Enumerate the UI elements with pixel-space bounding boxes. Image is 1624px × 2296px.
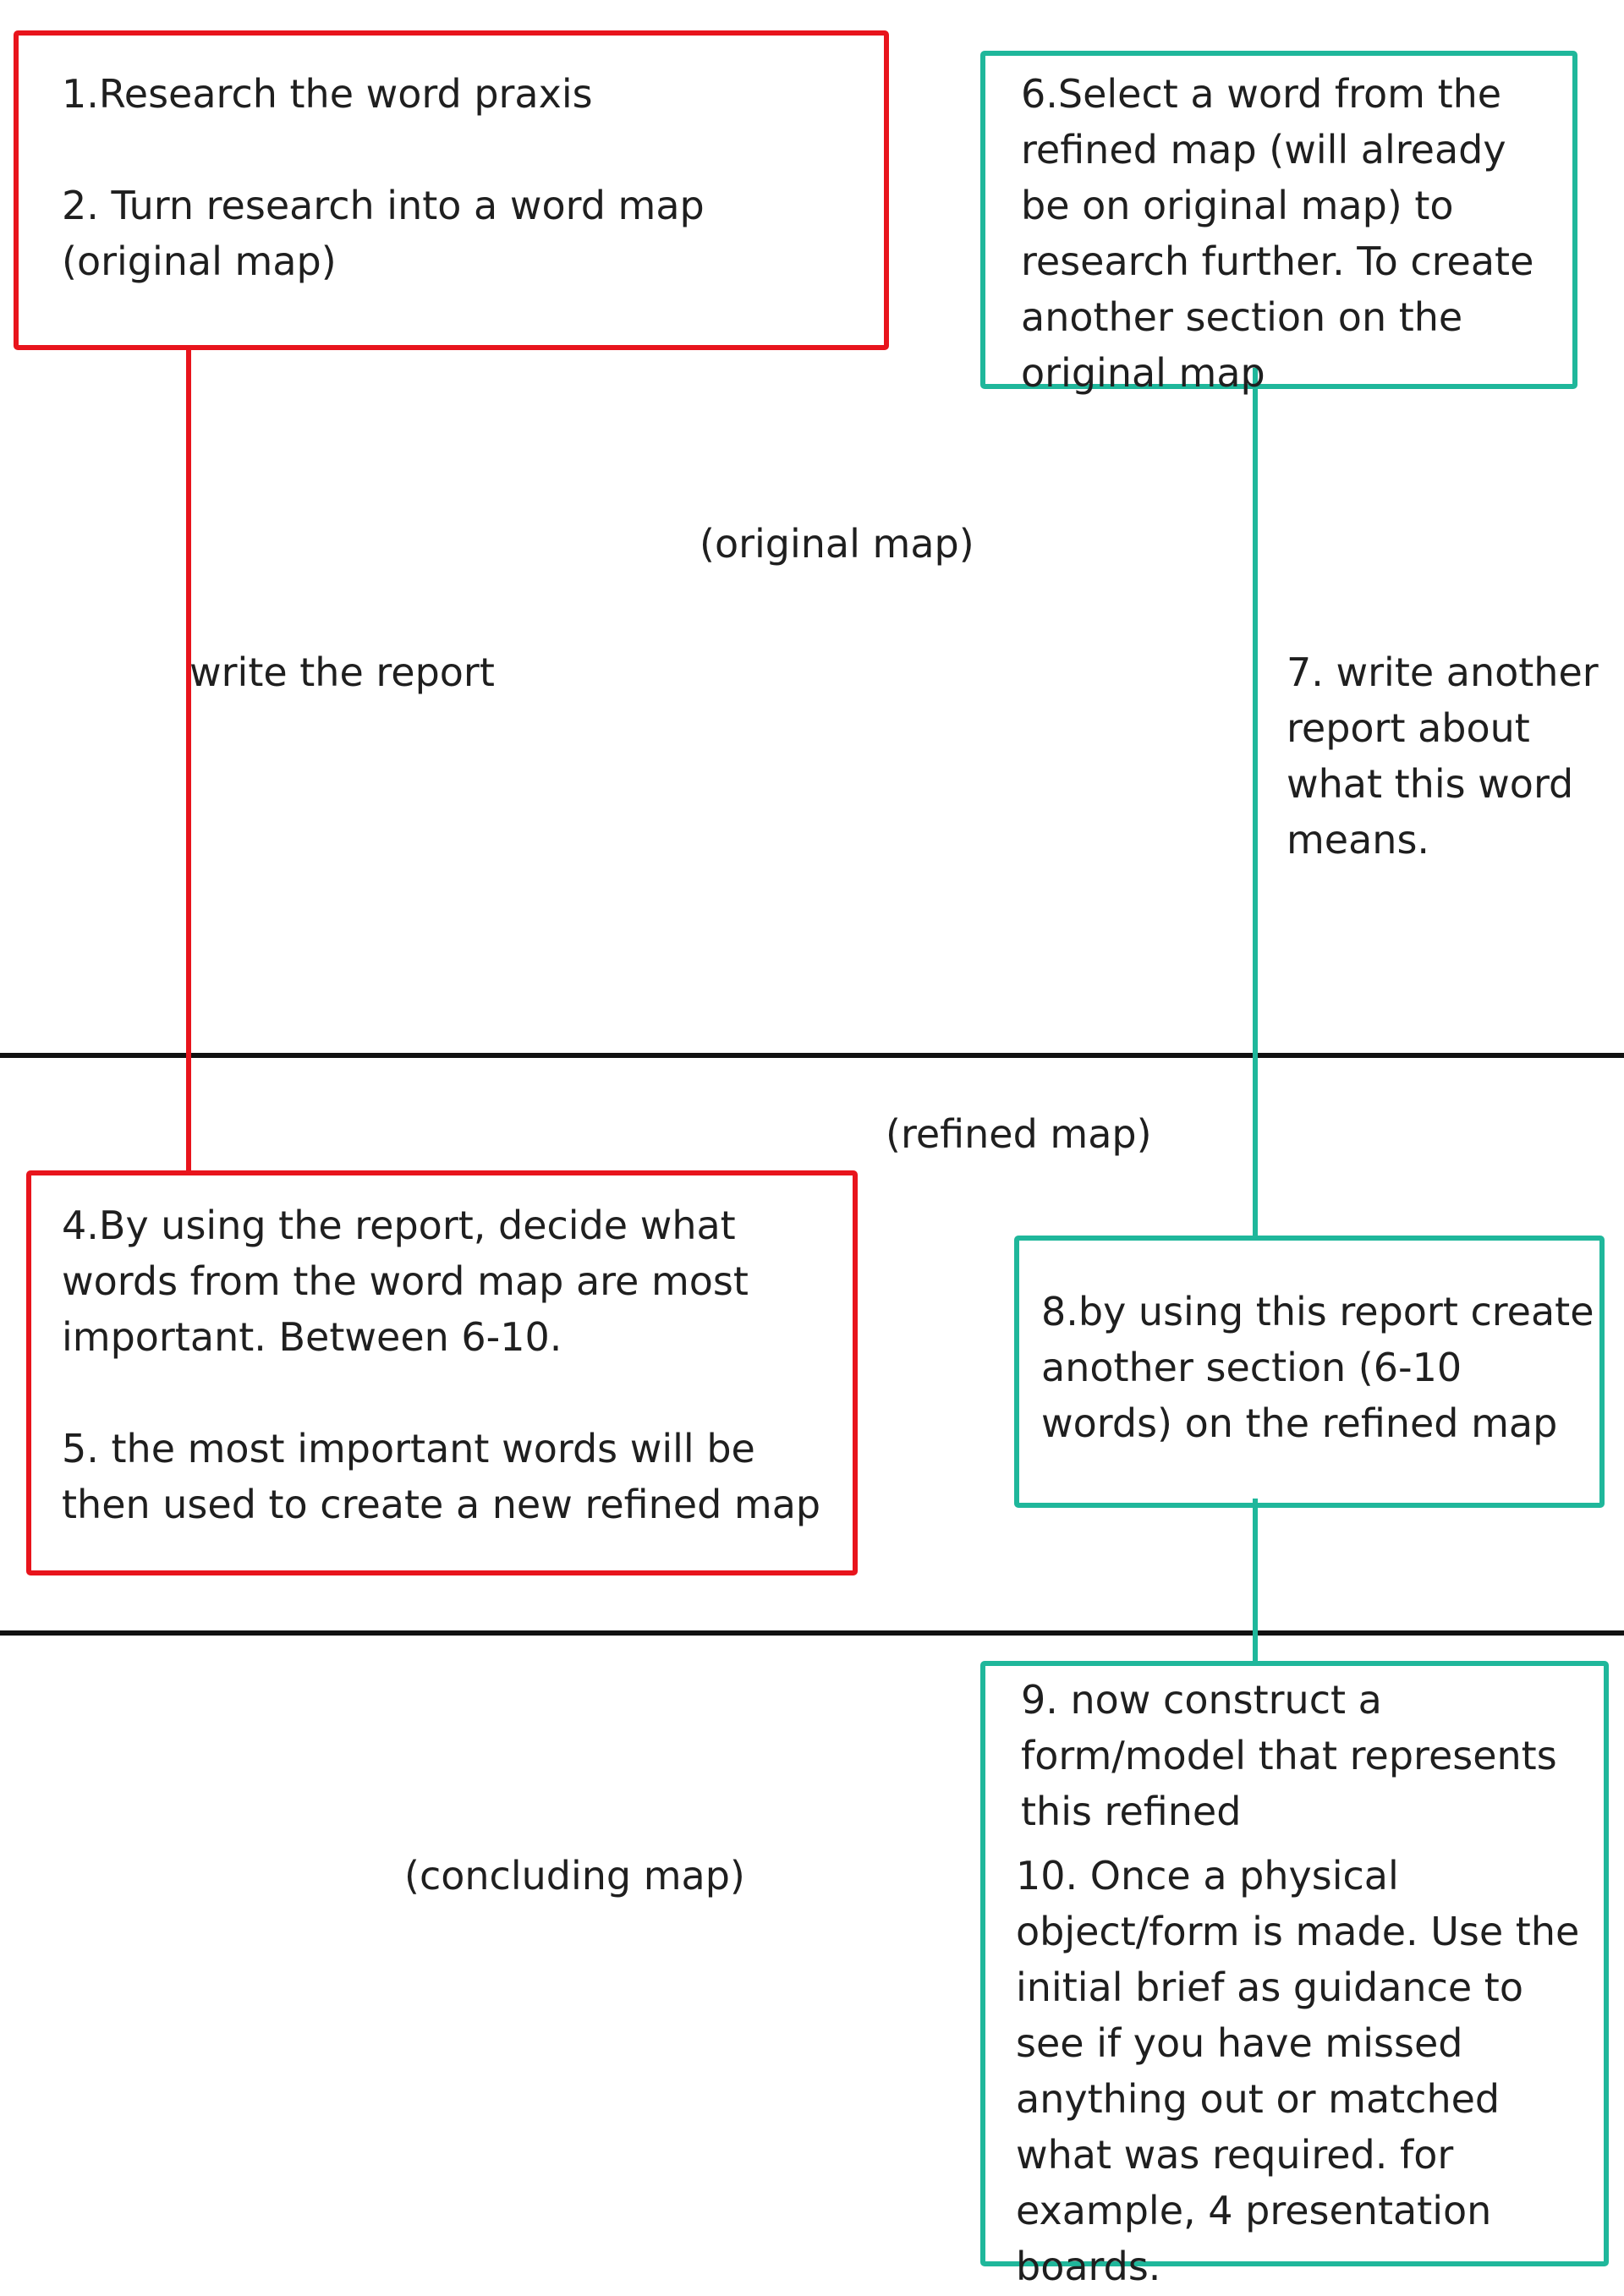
step-5-text: 5. the most important words will be then…	[62, 1426, 821, 1527]
divider-original-refined	[0, 1053, 1624, 1058]
divider-refined-concluding	[0, 1630, 1624, 1636]
original-map-label: (original map)	[700, 521, 974, 567]
step-4-text: 4.By using the report, decide what words…	[62, 1203, 749, 1360]
step-8-text: 8.by using this report create another se…	[1041, 1289, 1594, 1446]
connector-box8-to-box9	[1253, 1499, 1258, 1663]
step-box-6	[980, 51, 1577, 389]
step-7-text: 7. write another report about what this …	[1287, 649, 1599, 863]
step-9-text: 9. now construct a form/model that repre…	[1021, 1677, 1557, 1834]
step-box-9-10	[980, 1661, 1609, 2266]
step-6-text: 6.Select a word from the refined map (wi…	[1021, 71, 1534, 396]
connector-box1-to-box4	[186, 347, 191, 1171]
connector-box6-to-box8	[1253, 368, 1258, 1239]
write-report-label: write the report	[189, 649, 495, 695]
refined-map-label: (refined map)	[886, 1111, 1152, 1157]
step-box-1-2-text: 1.Research the word praxis 2. Turn resea…	[62, 66, 874, 289]
step-box-1-2	[14, 30, 889, 350]
step-box-4-5	[26, 1170, 858, 1575]
concluding-map-label: (concluding map)	[404, 1853, 745, 1899]
step-10-text: 10. Once a physical object/form is made.…	[1016, 1853, 1580, 2289]
step-2-text: 2. Turn research into a word map (origin…	[62, 183, 705, 284]
step-1-text: 1.Research the word praxis	[62, 71, 593, 117]
step-box-8	[1014, 1236, 1605, 1508]
step-box-4-5-text: 4.By using the report, decide what words…	[62, 1197, 840, 1532]
